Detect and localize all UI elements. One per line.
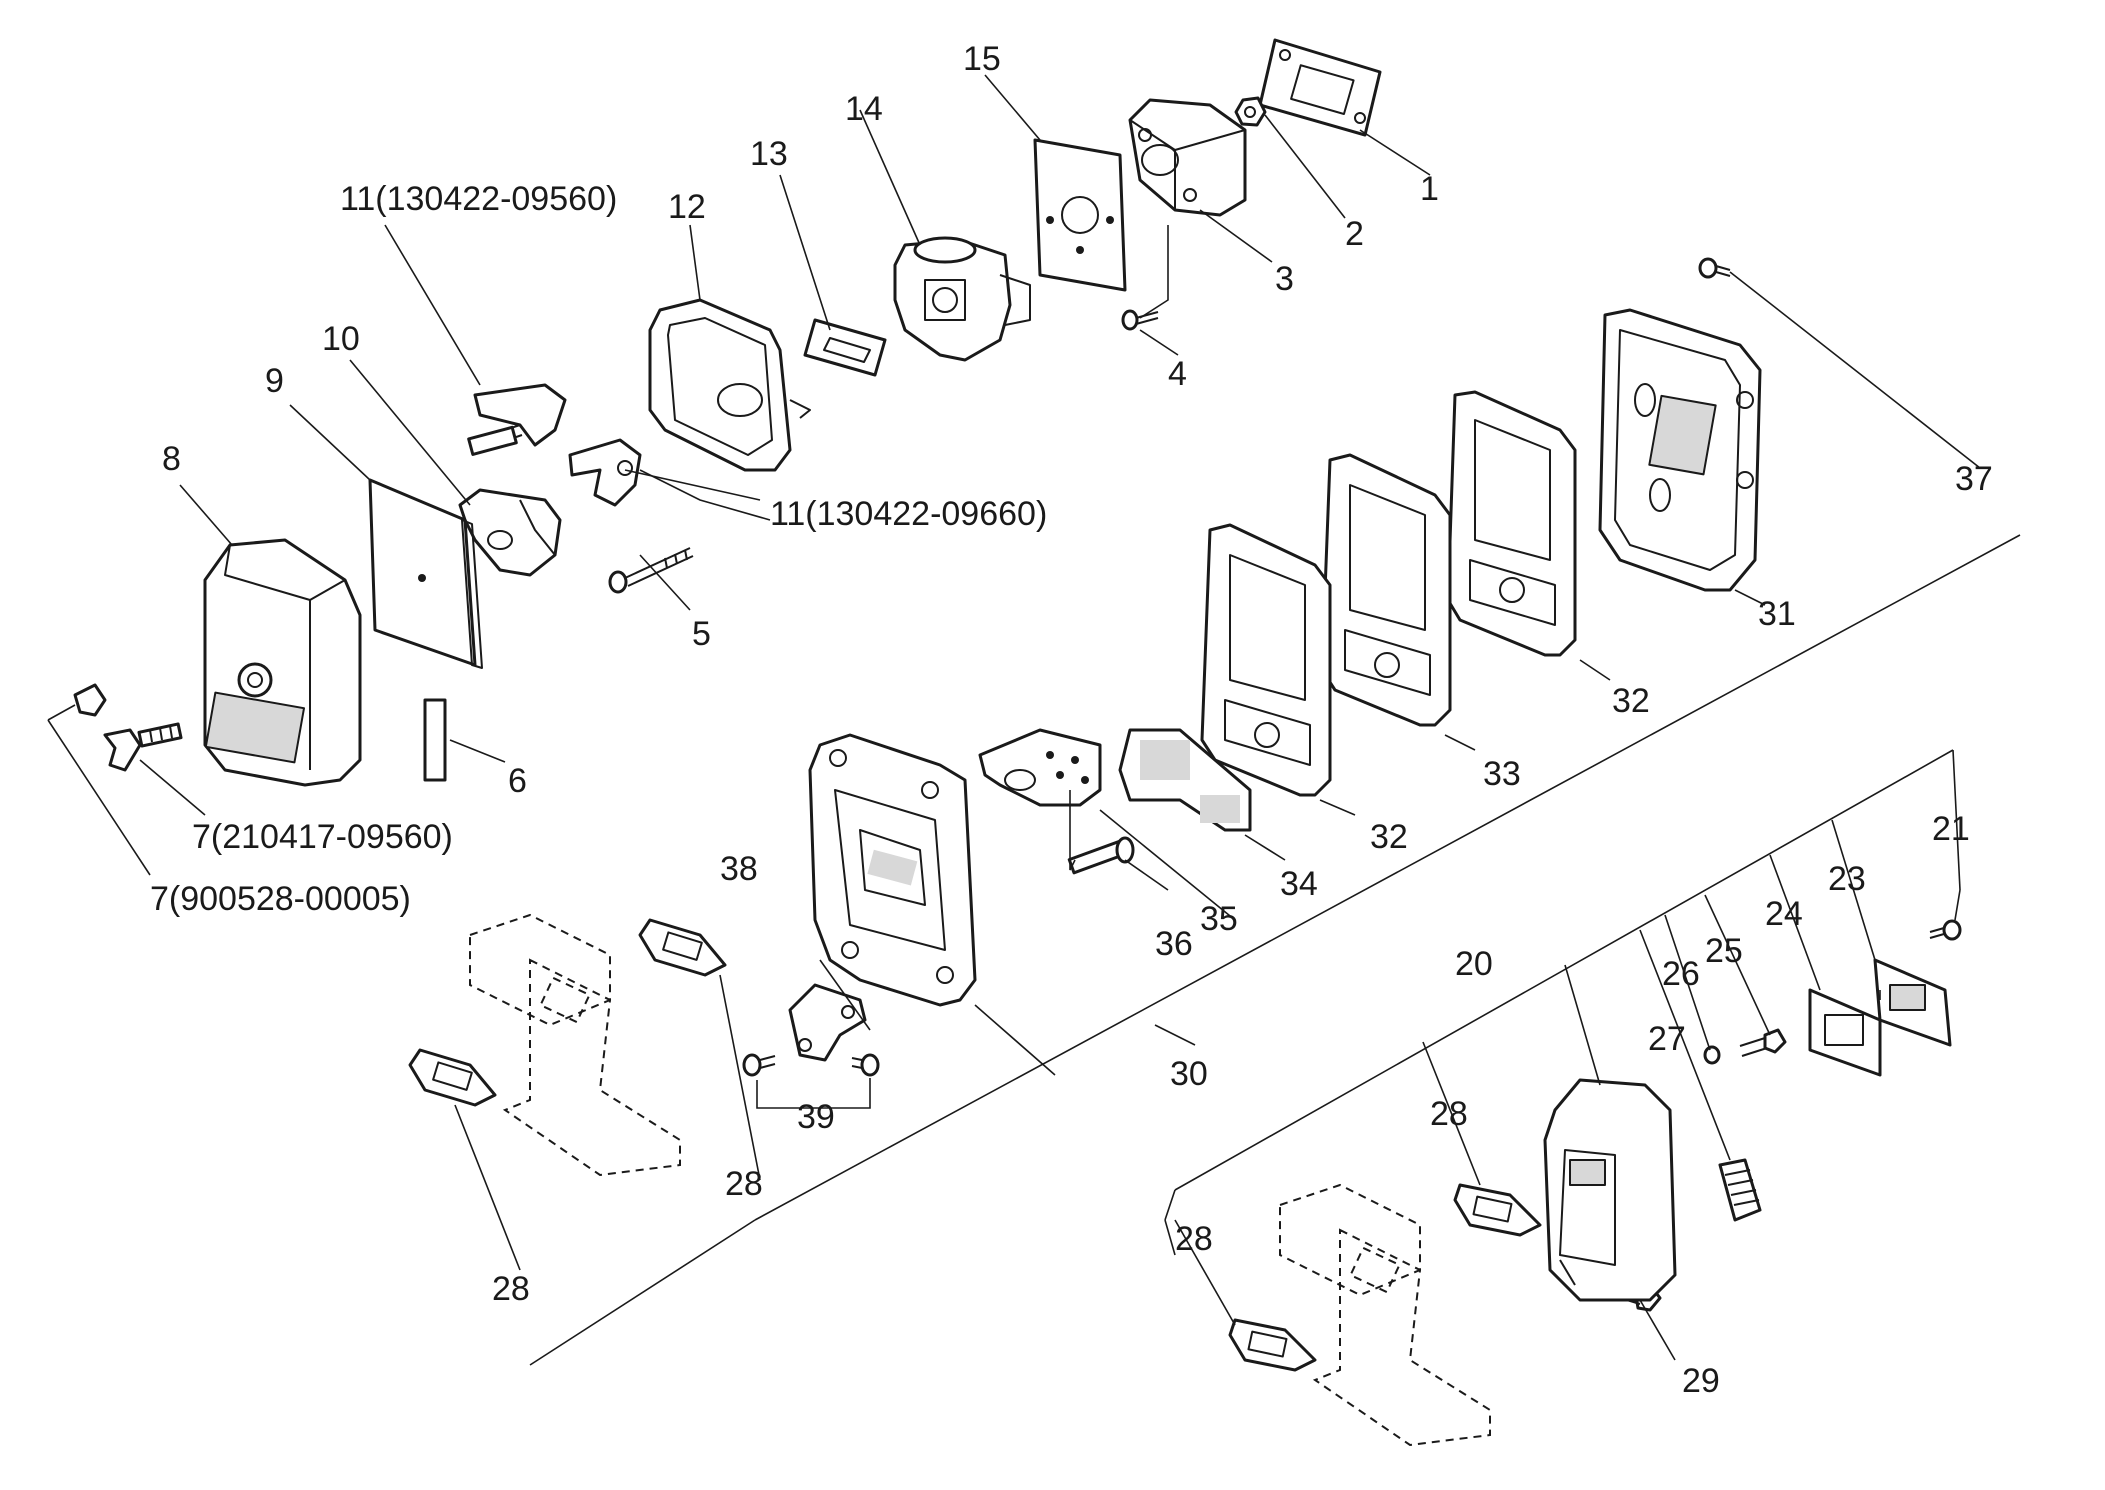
label-24: 24: [1765, 895, 1803, 933]
part-8-air-cleaner-cover: [203, 538, 362, 787]
part-6-sticker: [423, 698, 447, 782]
label-1: 1: [1420, 170, 1439, 208]
part-5-bolt: [608, 547, 694, 594]
part-28-gasket-a: [638, 918, 727, 977]
label-12: 12: [668, 188, 706, 226]
part-28-gasket-d: [1228, 1318, 1317, 1372]
label-36: 36: [1155, 925, 1193, 963]
label-8: 8: [162, 440, 181, 478]
part-11b-bracket: [568, 438, 642, 507]
part-23-bracket: [1873, 958, 1952, 1047]
label-7a: 7(210417-09560): [192, 818, 453, 856]
label-32a: 32: [1612, 682, 1650, 720]
part-37-bolt: [1698, 257, 1731, 279]
part-25-bolt: [1739, 1028, 1787, 1057]
part-15-gasket: [1033, 138, 1127, 292]
part-4-screw: [1121, 309, 1159, 331]
label-38: 38: [720, 850, 758, 888]
part-34-screen: [1118, 728, 1252, 832]
label-10: 10: [322, 320, 360, 358]
guard-outline-left: [469, 913, 681, 1177]
label-15: 15: [963, 40, 1001, 78]
part-2-nut: [1234, 96, 1267, 127]
part-1-gasket: [1258, 38, 1382, 137]
leader-lines: [47, 74, 2021, 1366]
label-27: 27: [1648, 1020, 1686, 1058]
label-32b: 32: [1370, 818, 1408, 856]
label-25: 25: [1705, 932, 1743, 970]
callout-labels: 1 2 3 4 5 6 7(210417-09560) 7(900528-000…: [150, 40, 1993, 1400]
label-6: 6: [508, 762, 527, 800]
label-11a: 11(130422-09560): [340, 180, 617, 218]
label-26: 26: [1662, 955, 1700, 993]
label-11b: 11(130422-09660): [770, 495, 1047, 533]
label-30: 30: [1170, 1055, 1208, 1093]
label-23: 23: [1828, 860, 1866, 898]
part-9-filter: [368, 478, 483, 669]
part-36-bolt: [1067, 836, 1135, 875]
label-37: 37: [1955, 460, 1993, 498]
part-3-insulator: [1128, 98, 1247, 217]
part-32-gasket-upper: [1446, 390, 1577, 657]
part-10-holder: [458, 488, 562, 577]
label-28b: 28: [492, 1270, 530, 1308]
label-29: 29: [1682, 1362, 1720, 1400]
part-7a-wing-bolt: [103, 722, 183, 772]
part-28-gasket-c: [1453, 1183, 1542, 1237]
label-7b: 7(900528-00005): [150, 880, 411, 918]
label-28d: 28: [1175, 1220, 1213, 1258]
part-12-air-cleaner-base: [648, 298, 811, 472]
part-32-gasket-lower: [1200, 523, 1332, 797]
label-28a: 28: [725, 1165, 763, 1203]
guard-outline-right: [1279, 1183, 1491, 1447]
part-30-muffler-body: [808, 733, 977, 1007]
label-21: 21: [1932, 810, 1970, 848]
part-38-bracket: [788, 983, 867, 1062]
part-31-muffler-back: [1598, 308, 1762, 592]
part-33-gasket: [1320, 453, 1452, 727]
label-31: 31: [1758, 595, 1796, 633]
label-14: 14: [845, 90, 883, 128]
label-9: 9: [265, 362, 284, 400]
label-4: 4: [1168, 355, 1187, 393]
label-13: 13: [750, 135, 788, 173]
label-20: 20: [1455, 945, 1493, 983]
part-24-gasket: [1808, 988, 1882, 1077]
label-5: 5: [692, 615, 711, 653]
part-39-screws: [742, 1053, 880, 1077]
label-3: 3: [1275, 260, 1294, 298]
part-13-gasket: [803, 318, 887, 377]
part-28-gasket-b: [408, 1048, 497, 1107]
label-39: 39: [797, 1098, 835, 1136]
label-28c: 28: [1430, 1095, 1468, 1133]
part-35-exhaust-guide: [978, 728, 1102, 807]
part-21-screw: [1929, 919, 1962, 941]
label-33: 33: [1483, 755, 1521, 793]
part-27-screen: [1718, 1158, 1762, 1222]
part-20-muffler: [1543, 1078, 1677, 1302]
part-26-washer: [1703, 1045, 1721, 1065]
label-35: 35: [1200, 900, 1238, 938]
label-2: 2: [1345, 215, 1364, 253]
part-14-carburetor: [893, 236, 1031, 362]
part-7b-wing-nut: [73, 683, 107, 717]
label-34: 34: [1280, 865, 1318, 903]
part-11a-bracket: [467, 383, 567, 456]
